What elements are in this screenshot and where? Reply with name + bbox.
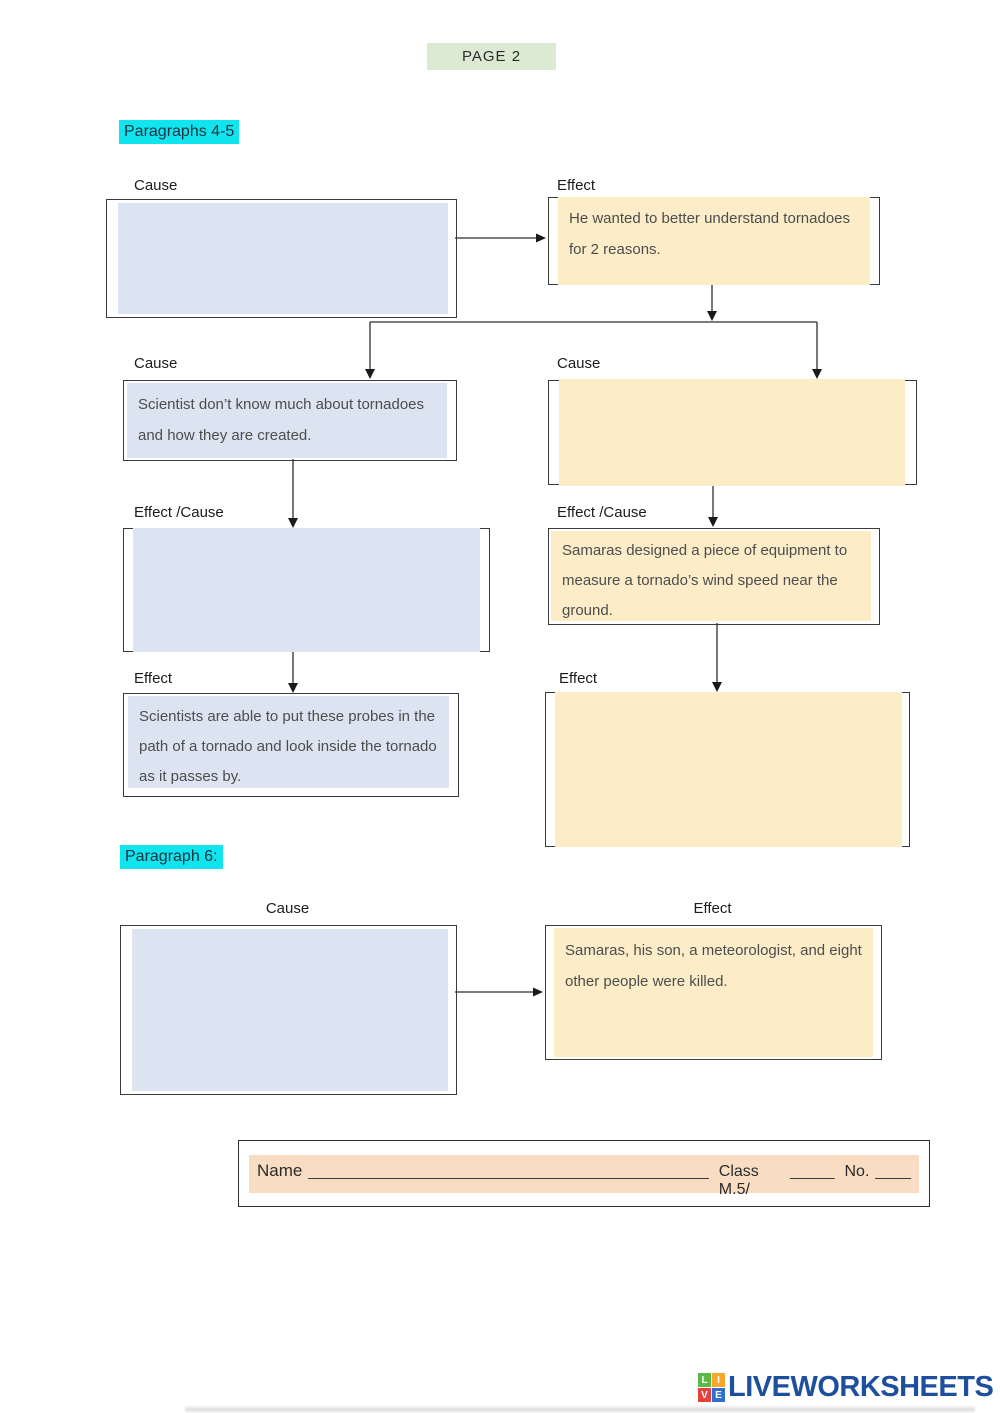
name-blank-line[interactable]: ________________________________________… (308, 1163, 709, 1180)
name-bar: Name ___________________________________… (249, 1155, 919, 1198)
answer-area-effect-cause-right[interactable]: Samaras designed a piece of equipment to… (551, 531, 871, 621)
box-text: Samaras designed a piece of equipment to… (562, 542, 848, 619)
answer-area-effect-p6[interactable]: Samaras, his son, a meteorologist, and e… (554, 928, 873, 1057)
no-blank-line[interactable]: ____ (875, 1163, 911, 1180)
name-label: Name (257, 1161, 303, 1180)
box-effect-4-right (545, 692, 910, 847)
class-blank-line[interactable]: _____ (790, 1163, 835, 1180)
box-label-cause: Cause (134, 355, 178, 372)
logo-square-e: E (712, 1388, 725, 1402)
box-effect-p6: Samaras, his son, a meteorologist, and e… (545, 925, 882, 1060)
box-text (133, 528, 480, 542)
answer-area-effect-4-left[interactable]: Scientists are able to put these probes … (128, 696, 449, 788)
box-label-effect-cause: Effect /Cause (557, 504, 647, 521)
box-label-effect-cause: Effect /Cause (134, 504, 224, 521)
box-cause-2-right (548, 379, 917, 486)
box-label-effect: Effect (557, 177, 596, 194)
box-effect-cause-left (123, 528, 490, 652)
box-text (559, 379, 905, 393)
box-label-effect: Effect (134, 670, 173, 687)
answer-area-cause-p6[interactable] (132, 929, 448, 1091)
box-label-cause: Cause (265, 900, 310, 917)
box-text: Samaras, his son, a meteorologist, and e… (565, 942, 862, 990)
box-effect-1: He wanted to better understand tornadoes… (548, 197, 880, 285)
box-label-cause: Cause (557, 355, 601, 372)
page-number-badge: PAGE 2 (427, 43, 556, 70)
name-box-frame: Name ___________________________________… (238, 1140, 930, 1207)
answer-area-cause-2-right[interactable] (559, 379, 905, 486)
box-effect-4-left: Scientists are able to put these probes … (123, 693, 459, 797)
box-effect-cause-right: Samaras designed a piece of equipment to… (548, 528, 880, 625)
logo-square-v: V (698, 1388, 711, 1402)
section-heading-paragraphs-4-5: Paragraphs 4-5 (119, 120, 240, 144)
box-text: Scientists are able to put these probes … (139, 708, 437, 785)
box-label-cause: Cause (134, 177, 178, 194)
page-bottom-artifact (185, 1407, 975, 1412)
no-label: No. (844, 1163, 870, 1180)
box-text: He wanted to better understand tornadoes… (569, 210, 851, 258)
logo-square-l: L (698, 1373, 711, 1387)
liveworksheets-logo-text: LIVEWORKSHEETS (728, 1371, 994, 1403)
answer-area-cause-1[interactable] (118, 203, 448, 314)
box-cause-1 (106, 199, 457, 318)
class-label: Class M.5/ (718, 1163, 759, 1198)
box-text (555, 692, 902, 706)
box-cause-p6 (120, 925, 457, 1095)
answer-area-effect-1[interactable]: He wanted to better understand tornadoes… (558, 197, 870, 285)
box-text: Scientist don’t know much about tornadoe… (138, 396, 425, 444)
box-cause-2-left: Scientist don’t know much about tornadoe… (123, 380, 457, 461)
answer-area-cause-2-left[interactable]: Scientist don’t know much about tornadoe… (127, 383, 447, 458)
box-label-effect: Effect (559, 670, 598, 687)
section-heading-paragraph-6: Paragraph 6: (120, 845, 223, 869)
logo-square-i: I (712, 1373, 725, 1387)
liveworksheets-logo[interactable]: L I V E LIVEWORKSHEETS (698, 1371, 994, 1404)
box-text (118, 203, 448, 217)
liveworksheets-logo-icon: L I V E (698, 1373, 725, 1402)
answer-area-effect-4-right[interactable] (555, 692, 902, 847)
box-text (132, 929, 448, 943)
answer-area-effect-cause-left[interactable] (133, 528, 480, 652)
box-label-effect: Effect (693, 900, 732, 917)
